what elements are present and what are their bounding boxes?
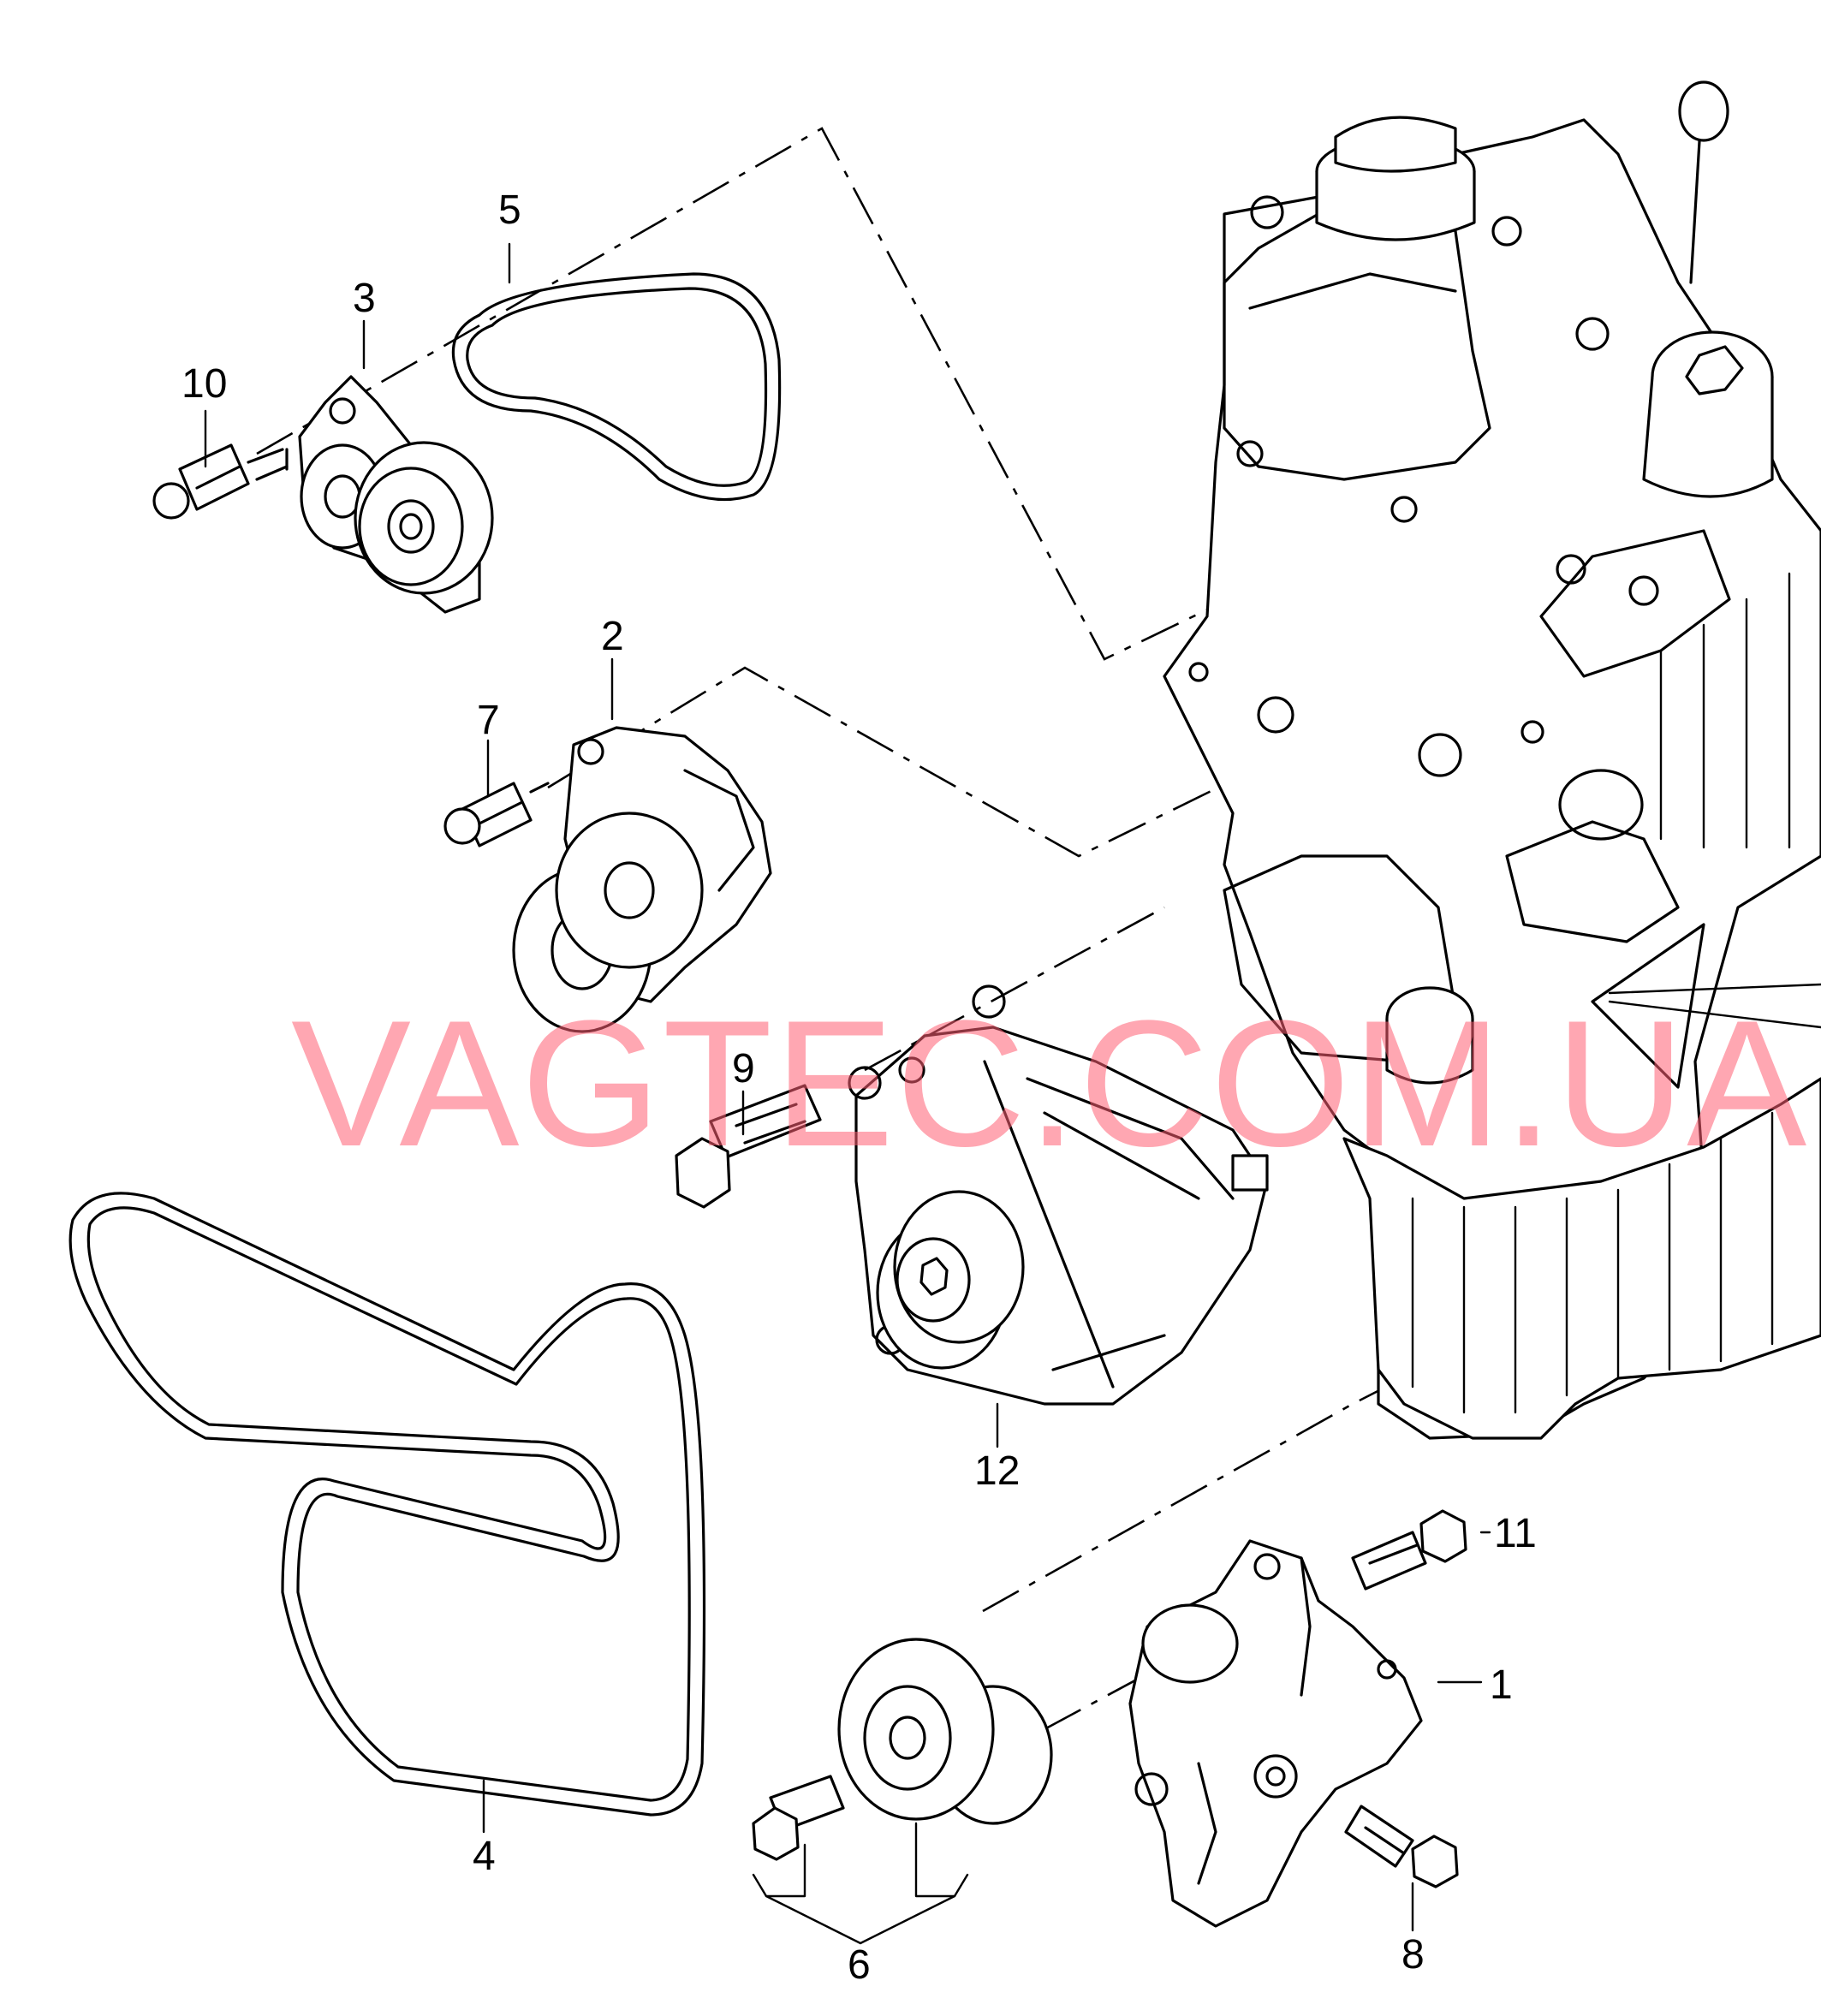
callout-11: 11 [1494, 1511, 1537, 1556]
part-6-idler-pulley [752, 1638, 1053, 1861]
callout-3: 3 [353, 276, 376, 321]
part-10-bolt [152, 443, 289, 520]
callout-10: 10 [182, 361, 228, 407]
part-9-bolt [675, 1084, 822, 1209]
callout-5: 5 [498, 187, 521, 233]
part-12-alternator [848, 984, 1269, 1406]
callout-8: 8 [1401, 1932, 1425, 1977]
callout-2: 2 [601, 614, 624, 659]
callout-4: 4 [473, 1834, 496, 1879]
part-5-small-belt [451, 272, 782, 502]
callout-leaders [204, 242, 1491, 1945]
callout-7: 7 [477, 698, 500, 743]
part-11-bolt [1351, 1509, 1467, 1591]
part-2-middle-tensioner [512, 726, 772, 1033]
part-8-bolt [1344, 1805, 1459, 1888]
part-3-upper-tensioner [298, 375, 494, 614]
callout-6: 6 [848, 1942, 871, 1988]
part-4-large-belt [68, 1192, 706, 1817]
callout-12: 12 [974, 1448, 1021, 1494]
part-1-bracket [1128, 1539, 1423, 1928]
part-7-bolt [443, 782, 550, 847]
callout-9: 9 [732, 1046, 755, 1091]
engine-block [1163, 80, 1821, 1440]
callout-1: 1 [1490, 1662, 1513, 1708]
